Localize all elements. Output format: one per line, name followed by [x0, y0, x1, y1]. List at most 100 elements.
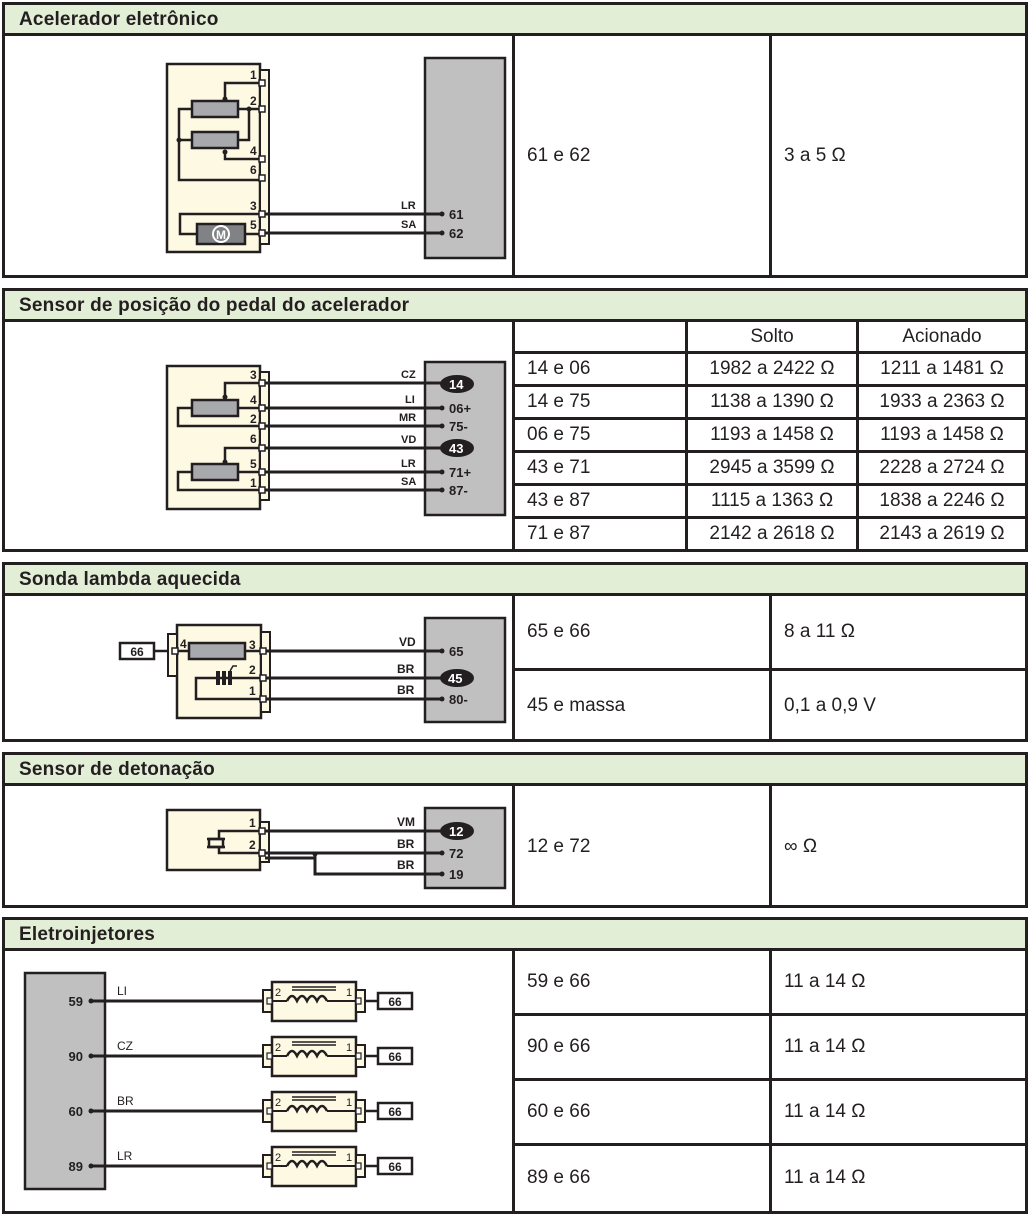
acionado-cell: 2143 a 2619 Ω	[879, 523, 1005, 544]
wire-color-label: VD	[399, 635, 416, 649]
table-row: 3 a 5 Ω	[772, 36, 1025, 275]
ecu-block	[423, 616, 507, 724]
value-cell: 11 a 14 Ω	[784, 1101, 866, 1122]
section-sensor-pedal: Sensor de posição do pedal do acelerador…	[2, 288, 1028, 552]
ecu-pin-label: 89	[69, 1159, 83, 1174]
pin-label: 1	[346, 1097, 352, 1109]
piezo-element-icon	[207, 829, 259, 855]
ecu-pin-label: 62	[449, 226, 463, 241]
ecu-pin-label: 80-	[449, 692, 468, 707]
pin-label: 1	[346, 1152, 352, 1164]
pin-label: 2	[275, 1042, 281, 1054]
coil-icon	[285, 1104, 329, 1114]
acionado-cell: 1211 a 1481 Ω	[880, 358, 1004, 379]
pin-label: 6	[250, 163, 257, 177]
measurement-table: 59 e 66 11 a 14 Ω 90 e 66 11 a 14 Ω 60 e…	[515, 951, 1025, 1211]
highlighted-pin-badge	[440, 375, 474, 393]
value-cell: 11 a 14 Ω	[784, 971, 866, 992]
ecu-pin-label: 90	[69, 1049, 83, 1064]
motor-icon	[212, 225, 230, 243]
pedal-diagram-svg: 3 4 2 6 5 1	[165, 360, 507, 517]
pins-cell: 43 e 71	[527, 457, 591, 478]
ground-tag-label: 66	[388, 1160, 402, 1174]
pin-label: 5	[250, 457, 257, 471]
internal-wiring	[176, 381, 259, 492]
acionado-cell: 1933 a 2363 Ω	[879, 391, 1005, 412]
pin-label: 2	[249, 663, 256, 677]
pins-cell: 89 e 66	[527, 1167, 591, 1188]
value-cell: 11 a 14 Ω	[784, 1167, 866, 1188]
ecu-pin-label: 65	[449, 644, 463, 659]
wire-color-label: SA	[401, 219, 416, 231]
pins-cell: 06 e 75	[527, 424, 591, 445]
pin-label: 3	[250, 199, 257, 213]
injector-circuit: 60 BR 2 1 66	[69, 1090, 414, 1133]
wire-color-label: SA	[401, 476, 416, 488]
pin-label: 1	[249, 684, 256, 698]
acionado-cell: 2228 a 2724 Ω	[879, 457, 1005, 478]
potentiometer-1	[190, 99, 240, 119]
coil-icon	[285, 1049, 329, 1059]
solto-cell: 2142 a 2618 Ω	[709, 523, 835, 544]
ground-tag-label: 66	[130, 645, 144, 659]
measurement-table: 12 e 72 ∞ Ω	[515, 786, 1025, 905]
wire-color-label: CZ	[401, 369, 416, 381]
wiring-diagram: 1 2 4 6 3 5	[5, 36, 515, 275]
column-header-solto: Solto	[750, 325, 794, 347]
harness-wires	[265, 212, 442, 235]
harness-wires	[265, 381, 445, 492]
wire-color-label: LI	[405, 394, 415, 406]
pin-label: 2	[275, 1097, 281, 1109]
section-header: Acelerador eletrônico	[5, 5, 1025, 36]
ecu-block	[423, 806, 507, 890]
wire-color-label: BR	[397, 858, 415, 872]
measurement-table: 65 e 66 8 a 11 Ω 45 e massa 0,1 a 0,9 V	[515, 596, 1025, 739]
coil-icon	[285, 994, 329, 1004]
section-sensor-detonacao: Sensor de detonação 1 2	[2, 752, 1028, 908]
connector-strip	[259, 371, 270, 501]
ecu-pin-label: 72	[449, 846, 463, 861]
ground-tag-label: 66	[388, 1105, 402, 1119]
pins-cell: 59 e 66	[527, 971, 591, 992]
ecu-pin-label: 14	[449, 377, 464, 392]
section-header: Eletroinjetores	[5, 920, 1025, 951]
column-header-acionado: Acionado	[902, 325, 982, 347]
pin-label: 2	[250, 412, 257, 426]
pin-label: 1	[250, 68, 257, 82]
ground-tag-label: 66	[388, 995, 402, 1009]
wire-color-label: VM	[397, 815, 415, 829]
pins-cell: 65 e 66	[527, 621, 591, 642]
highlighted-pin-badge	[440, 439, 474, 457]
section-title: Sensor de posição do pedal do acelerador	[19, 295, 410, 316]
wire-color-label: CZ	[117, 1039, 133, 1053]
pins-cell: 60 e 66	[527, 1101, 591, 1122]
measurement-table: 61 e 62 3 a 5 Ω	[515, 36, 1025, 275]
wire-color-label: BR	[117, 1094, 134, 1108]
section-header: Sensor de posição do pedal do acelerador	[5, 291, 1025, 322]
section-header: Sonda lambda aquecida	[5, 565, 1025, 596]
pins-cell: 12 e 72	[527, 836, 591, 857]
pins-cell: 71 e 87	[527, 523, 591, 544]
pin-label: 1	[249, 816, 256, 830]
potentiometer-2	[190, 130, 240, 150]
pin-label: 3	[250, 368, 257, 382]
ground-tag	[376, 1101, 414, 1121]
pins-cell: 14 e 75	[527, 391, 591, 412]
pin-label: 4	[250, 144, 257, 158]
value-cell: 0,1 a 0,9 V	[784, 695, 876, 716]
ecu-pin-label: 60	[69, 1104, 83, 1119]
acionado-cell: 1838 a 2246 Ω	[879, 490, 1005, 511]
wiring-diagram: 66 4 3 2 1	[5, 596, 515, 739]
harness-wires	[265, 829, 445, 876]
ground-tag	[376, 991, 414, 1011]
wiring-diagram: 3 4 2 6 5 1	[5, 322, 515, 549]
measurement-table: Solto Acionado 14 e 06 1982 a 2422 Ω 121…	[515, 322, 1025, 549]
pin-label: 5	[250, 218, 257, 232]
section-header: Sensor de detonação	[5, 755, 1025, 786]
pin-label: 2	[275, 1152, 281, 1164]
pins-cell: 45 e massa	[527, 695, 626, 716]
